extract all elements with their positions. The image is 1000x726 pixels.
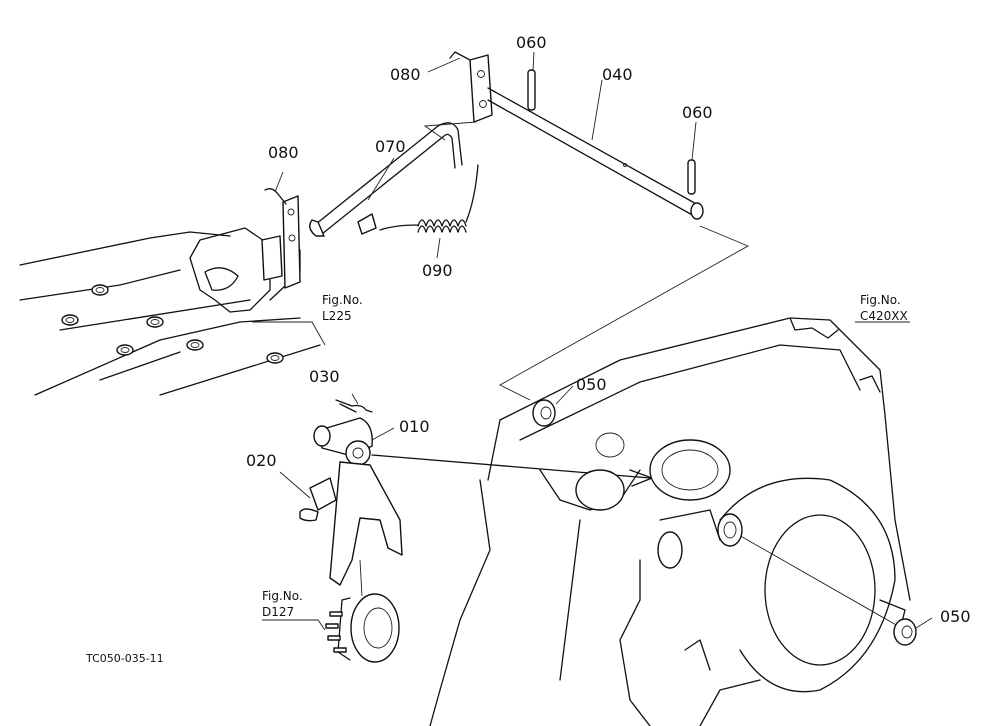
floor-bolts	[61, 284, 284, 364]
pin-020	[299, 477, 337, 522]
figref-d127-line2: D127	[262, 605, 294, 619]
drawing-code: TC050-035-11	[85, 652, 164, 665]
callout-020: 020	[246, 451, 277, 470]
release-bearing	[325, 559, 400, 663]
figref-c420-line1: Fig.No.	[860, 293, 901, 307]
pin-060-left	[527, 69, 536, 111]
seal-050-bottom	[893, 618, 917, 646]
floor-plate	[19, 227, 321, 396]
bracket-left	[261, 188, 301, 289]
callout-080-left: 080	[268, 143, 299, 162]
pin-060-right	[687, 159, 696, 195]
callout-040: 040	[602, 65, 633, 84]
figref-c420-line2: C420XX	[860, 309, 908, 323]
callout-080-top: 080	[390, 65, 421, 84]
figref-l225-line2: L225	[322, 309, 352, 323]
transmission-housing	[429, 317, 911, 726]
seal-050-top	[532, 399, 556, 427]
clip-030	[335, 399, 373, 413]
link-rod-070	[309, 122, 463, 237]
callout-050-bottom: 050	[940, 607, 971, 626]
figref-d127-line1: Fig.No.	[262, 589, 303, 603]
callout-090: 090	[422, 261, 453, 280]
callout-060-right: 060	[682, 103, 713, 122]
reference-lines	[371, 121, 906, 631]
callout-010: 010	[399, 417, 430, 436]
cross-shaft-040	[449, 51, 704, 220]
figref-l225-line1: Fig.No.	[322, 293, 363, 307]
shift-fork-010	[313, 417, 403, 586]
leader-lines	[252, 51, 933, 631]
callout-050-top: 050	[576, 375, 607, 394]
callout-070: 070	[375, 137, 406, 156]
callout-030: 030	[309, 367, 340, 386]
spring-090	[379, 164, 479, 233]
callout-060-left: 060	[516, 33, 547, 52]
